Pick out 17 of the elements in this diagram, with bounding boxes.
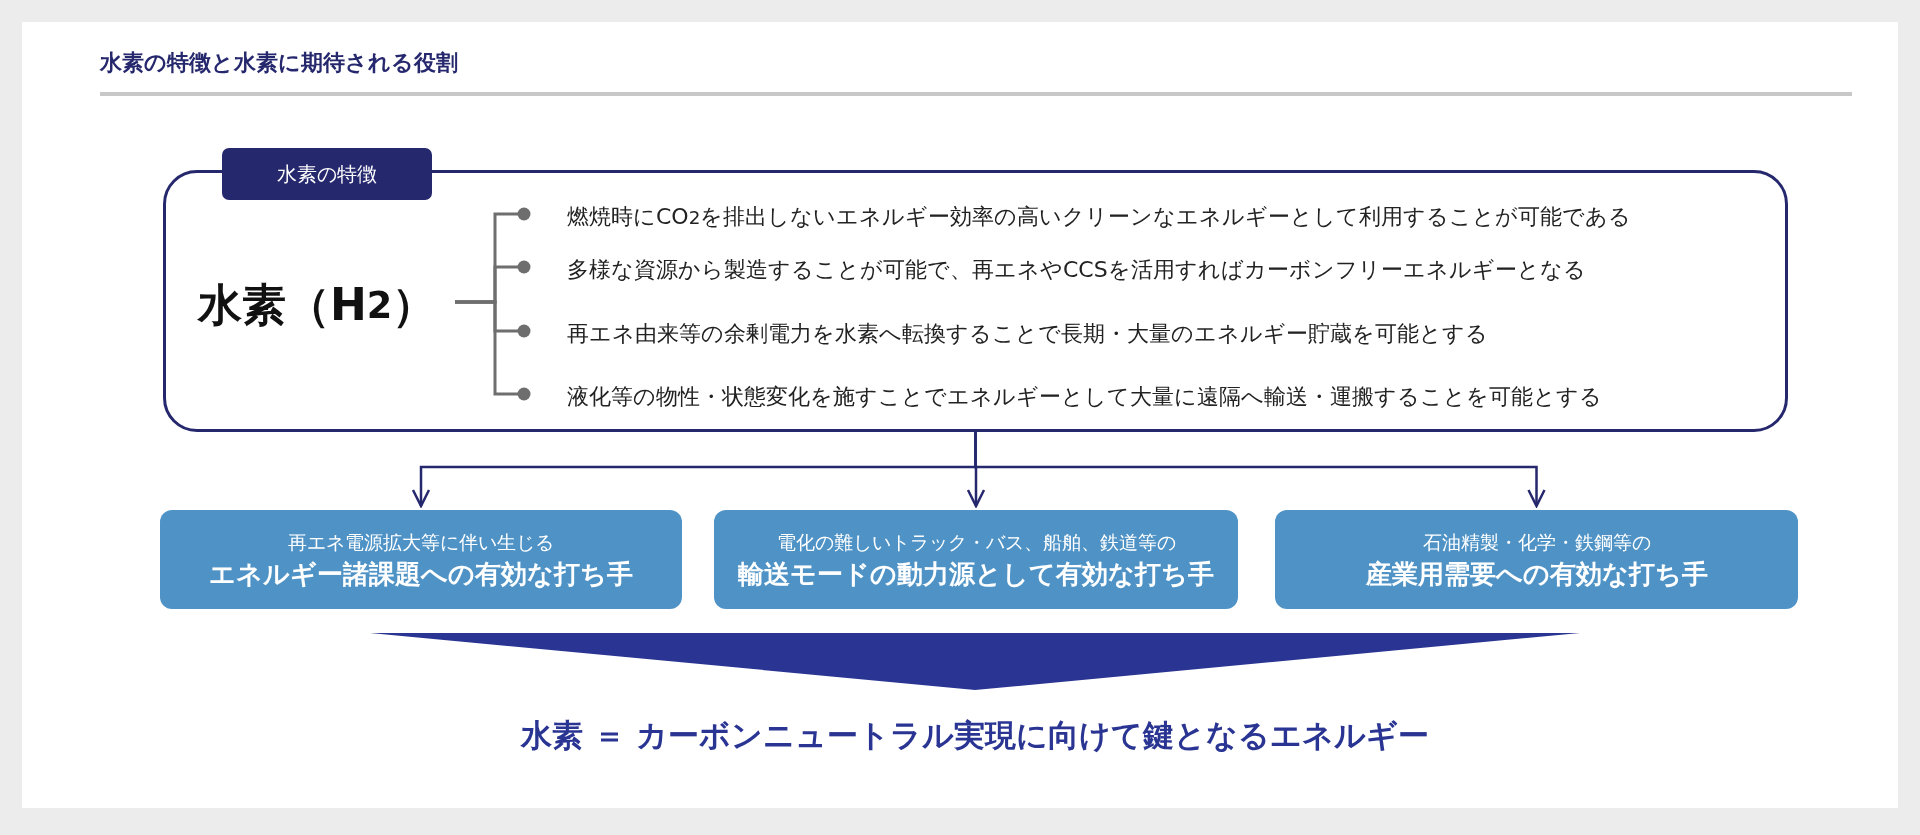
panel-heading-tab: 水素の特徴: [222, 148, 432, 200]
arrow: [974, 432, 1546, 508]
box-subtitle: 石油精製・化学・鉄鋼等の: [1422, 529, 1651, 555]
role-box: [1275, 510, 1798, 609]
box-subtitle: 電化の難しいトラック・バス、船舶、鉄道等の: [776, 529, 1176, 555]
box-heading: 輸送モードの動力源として有効な打ち手: [738, 557, 1214, 591]
page-title: 水素の特徴と水素に期待される役割: [100, 49, 458, 77]
bullet-text: 液化等の物性・状態変化を施すことでエネルギーとして大量に遠隔へ輸送・運搬することを可能とする: [533, 379, 1773, 415]
box-subtitle: 再エネ電源拡大等に伴い生じる: [288, 529, 554, 555]
bullet-text: 多様な資源から製造することが可能で、再エネやCCSを活用すればカーボンフリーエネルギーとなる: [533, 252, 1773, 288]
bullet-text: 再エネ由来等の余剰電力を水素へ転換することで長期・大量のエネルギー貯蔵を可能とする: [533, 316, 1773, 352]
bracket-connector: [455, 300, 531, 401]
role-box: [160, 510, 682, 609]
conclusion-text: 水素 ＝ カーボンニュートラル実現に向けて鍵となるエネルギー: [380, 710, 1570, 760]
box-heading: エネルギー諸課題への有効な打ち手: [209, 557, 633, 591]
role-box: [714, 510, 1238, 609]
box-heading: 産業用需要への有効な打ち手: [1365, 557, 1708, 591]
